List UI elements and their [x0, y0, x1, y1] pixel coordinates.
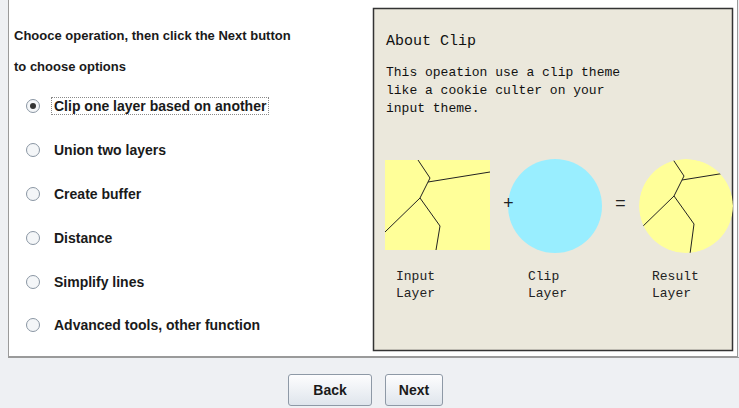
radio-dot — [30, 103, 36, 109]
input-layer-figure — [385, 160, 490, 250]
radio-label: Clip one layer based on another — [51, 97, 269, 115]
back-button: Back — [288, 374, 372, 406]
button-label: Next — [399, 382, 429, 398]
radio-buttons — [27, 100, 40, 332]
heading: Chooce operation, then click the Next bu… — [14, 20, 304, 82]
radio-label: Advanced tools, other function — [51, 316, 263, 334]
result-layer-figure — [639, 158, 739, 254]
heading: About Clip — [386, 33, 476, 50]
plus-sign: + — [503, 196, 514, 213]
next-button: Next — [385, 374, 443, 406]
figure-caption: Clip Layer — [528, 268, 588, 302]
radio-label: Create buffer — [51, 185, 144, 203]
figure-caption: Input Layer — [396, 268, 456, 302]
figure-caption: Result Layer — [652, 268, 712, 302]
clip-layer-figure — [508, 159, 602, 253]
equals-sign: = — [615, 196, 626, 213]
description: This opeation use a clip theme like a co… — [386, 64, 641, 118]
radio-label: Union two layers — [51, 141, 169, 159]
about-panel-bg — [374, 9, 733, 351]
radio-label: Distance — [51, 229, 115, 247]
radio-label: Simplify lines — [51, 273, 147, 291]
options-panel: Chooce operation, then click the Next bu… — [8, 8, 372, 350]
button-label: Back — [313, 382, 346, 398]
separator — [8, 357, 739, 358]
